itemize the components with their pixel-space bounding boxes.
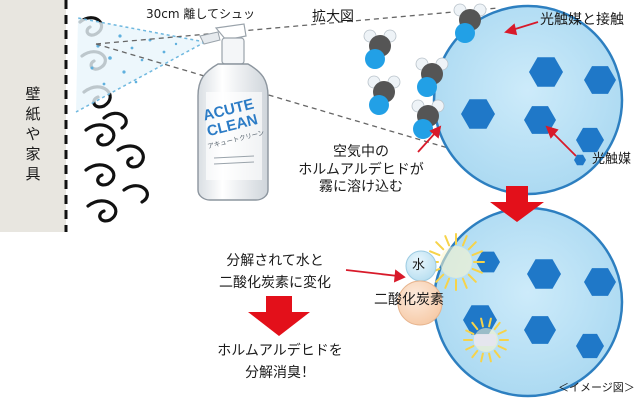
decompose-callout-line: 分解されて水と: [226, 253, 324, 269]
callout-arrow-photocatalyst-head: [545, 125, 559, 139]
red-down-arrow-right: [490, 186, 544, 222]
callout-arrow-decompose: [345, 269, 399, 277]
bottle-neck: [221, 37, 245, 65]
photocatalyst-hexagon: [463, 305, 497, 335]
result-callout: ホルムアルデヒドを 分解消臭！: [200, 340, 360, 384]
bottle-fine-print-lines: [213, 155, 255, 165]
mist-droplets: [90, 34, 178, 86]
decompose-callout-line: 二酸化炭素に変化: [219, 275, 331, 291]
wall-panel: [0, 0, 66, 232]
formaldehyde-callout-line: ホルムアルデヒドが: [298, 161, 424, 178]
oxygen-atom: [455, 23, 475, 43]
callout-arrow-contact: [511, 21, 539, 31]
magnify-label: 拡大図: [312, 9, 354, 25]
callout-arrow-formaldehyde: [417, 131, 437, 153]
photocatalyst-legend-hexagon: [574, 154, 586, 166]
wall-label-char: 紙: [25, 105, 41, 123]
mist-cone: [76, 18, 205, 112]
callout-arrow-contact-head: [504, 23, 518, 36]
oxygen-atom: [417, 77, 437, 97]
formaldehyde-molecule: [367, 75, 401, 115]
result-callout-line: ホルムアルデヒドを: [217, 343, 343, 359]
wall-label: 壁 紙 や 家 具: [23, 84, 43, 184]
co2-label: 二酸化炭素: [374, 292, 444, 308]
magnified-view-bottom: [432, 206, 624, 398]
oxygen-atom: [413, 119, 433, 139]
water-label: 水: [412, 258, 426, 273]
formaldehyde-molecule: [411, 99, 445, 139]
formaldehyde-callout-line: 霧に溶け込む: [319, 179, 403, 195]
formaldehyde-callout: 空気中の ホルムアルデヒドが 霧に溶け込む: [286, 144, 436, 197]
callout-arrows: [345, 21, 577, 283]
decompose-callout: 分解されて水と 二酸化炭素に変化: [200, 250, 350, 294]
formaldehyde-callout-line: 空気中の: [333, 144, 389, 160]
result-callout-line: 分解消臭！: [245, 365, 315, 381]
callout-arrow-photocatalyst: [551, 131, 577, 157]
odor-curl: [86, 199, 118, 223]
odor-curl: [122, 184, 149, 204]
odor-curl: [84, 123, 116, 147]
formaldehyde-molecules: [363, 3, 487, 139]
photocatalyst-hexagon: [461, 99, 495, 129]
spray-distance-label: 30cm 離してシュッ: [146, 7, 256, 21]
bottle-nozzle: [199, 31, 221, 45]
callout-arrow-formaldehyde-head: [429, 125, 442, 139]
bottle-trigger: [214, 23, 247, 41]
wall-label-char: や: [25, 125, 41, 143]
red-down-arrow-left: [248, 296, 310, 336]
spray-bottle: ACUTE CLEAN アキュートクリーン: [197, 23, 269, 201]
formaldehyde-molecule: [415, 57, 449, 97]
bottle-label: [206, 92, 262, 180]
photocatalyst-hexagons: [461, 57, 616, 359]
photocatalyst-hexagon: [584, 268, 616, 296]
wall-label-char: 家: [25, 145, 41, 163]
formaldehyde-molecule: [363, 29, 397, 69]
oxygen-atom: [369, 95, 389, 115]
spray-mist: [75, 17, 206, 113]
glow-burst: [427, 233, 485, 291]
callout-arrow-decompose-head: [393, 269, 406, 283]
photocatalyst-hexagon: [529, 57, 563, 87]
formaldehyde-molecule: [453, 3, 487, 43]
photocatalyst-hexagon: [524, 316, 556, 344]
mist-edge-bottom: [75, 41, 206, 113]
odor-curl: [84, 163, 116, 187]
contact-callout: 光触媒と接触: [540, 12, 624, 28]
wall-label-char: 壁: [25, 85, 41, 103]
photocatalyst-hexagon: [476, 251, 500, 273]
odor-curl: [102, 111, 128, 130]
photocatalyst-hexagon: [576, 127, 604, 153]
photocatalyst-hexagon: [527, 259, 561, 289]
image-caption: ＜イメージ図＞: [558, 381, 635, 394]
photocatalyst-hexagon: [576, 333, 604, 359]
magnify-guides: [95, 7, 499, 149]
oxygen-atom: [365, 49, 385, 69]
decomposing-fragment: [474, 334, 496, 346]
photocatalyst-hexagon: [584, 66, 616, 94]
photocatalyst-callout: 光触媒: [592, 152, 632, 167]
co2-bubble: [397, 280, 443, 326]
odor-curl: [116, 144, 145, 169]
wall-label-char: 具: [25, 165, 41, 183]
